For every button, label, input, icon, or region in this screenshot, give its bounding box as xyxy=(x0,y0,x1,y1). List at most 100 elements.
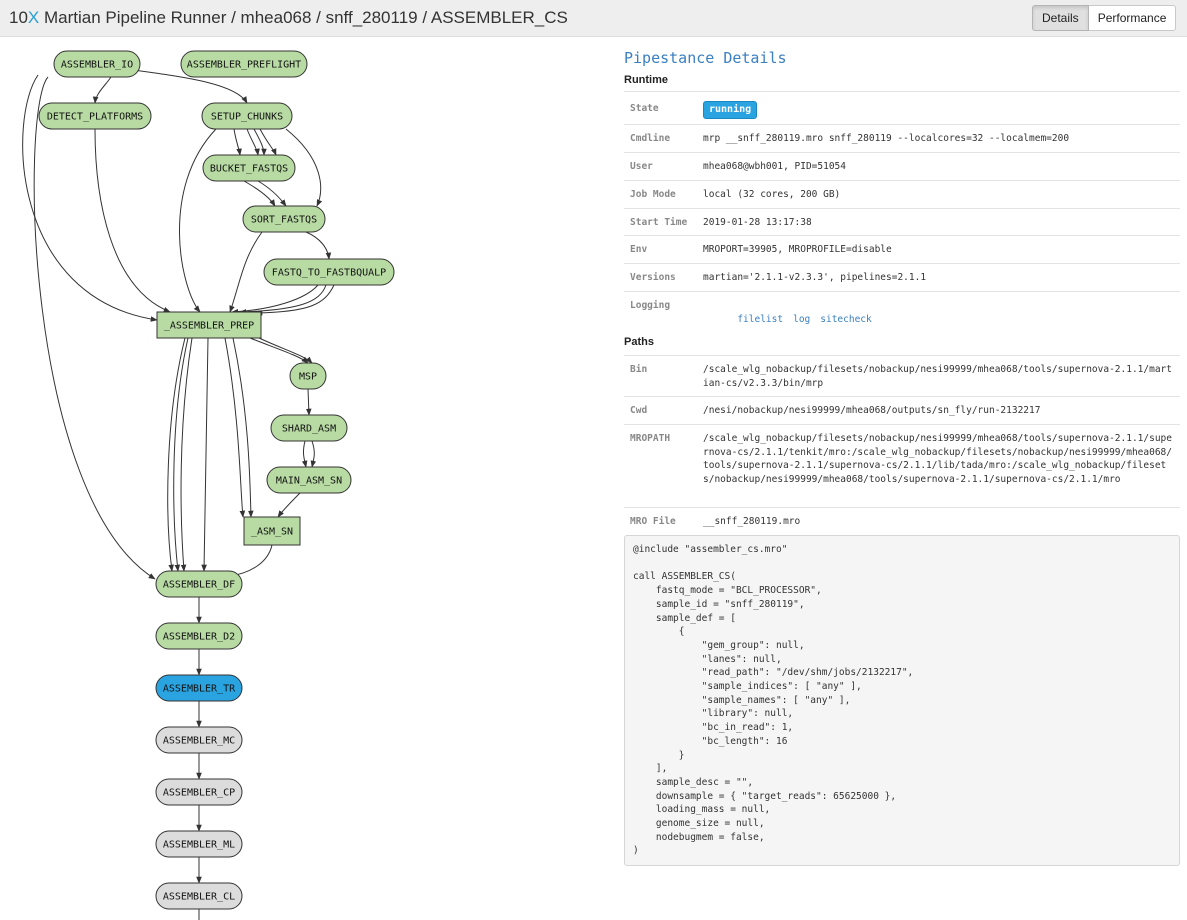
graph-edge xyxy=(243,180,276,207)
graph-node-io[interactable]: ASSEMBLER_IO xyxy=(53,50,141,78)
brand-x: X xyxy=(27,8,40,27)
node-label: _ASM_SN xyxy=(251,527,293,538)
graph-edge xyxy=(173,337,189,572)
bin-row: Bin /scale_wlg_nobackup/filesets/nobacku… xyxy=(624,355,1180,396)
node-shape xyxy=(155,570,243,598)
node-label: ASSEMBLER_CP xyxy=(163,788,235,799)
node-shape xyxy=(155,882,243,910)
details-title: Pipestance Details xyxy=(624,49,787,67)
graph-edge xyxy=(285,128,323,207)
graph-edge xyxy=(167,337,186,572)
graph-edge xyxy=(310,440,317,468)
graph-node-fastq[interactable]: FASTQ_TO_FASTBQUALP xyxy=(263,258,395,286)
node-label: BUCKET_FASTQS xyxy=(210,164,288,175)
view-toggle: Details Performance xyxy=(1032,5,1177,31)
graph-node-shard[interactable]: SHARD_ASM xyxy=(270,414,348,442)
graph-node-prep[interactable]: _ASSEMBLER_PREP xyxy=(156,311,262,339)
graph-edge xyxy=(259,128,277,156)
graph-edge xyxy=(301,440,308,468)
cwd-label: Cwd xyxy=(630,405,648,416)
mro-source-code: @include "assembler_cs.mro" call ASSEMBL… xyxy=(633,544,914,857)
starttime-label: Start Time xyxy=(630,217,688,228)
graph-node-cl[interactable]: ASSEMBLER_CL xyxy=(155,882,243,910)
graph-edge xyxy=(255,284,335,316)
node-shape xyxy=(38,102,152,130)
details-tab-button[interactable]: Details xyxy=(1032,5,1089,31)
graph-node-preflight[interactable]: ASSEMBLER_PREFLIGHT xyxy=(180,50,308,78)
graph-edge xyxy=(180,337,193,572)
graph-edge xyxy=(246,128,260,156)
node-shape xyxy=(202,154,296,182)
performance-tab-button[interactable]: Performance xyxy=(1088,5,1177,31)
node-shape xyxy=(266,466,352,494)
graph-edge xyxy=(258,337,313,364)
mrofile-label: MRO File xyxy=(630,516,676,527)
graph-node-sort[interactable]: SORT_FASTQS xyxy=(242,205,326,233)
node-label: _ASSEMBLER_PREP xyxy=(164,321,254,332)
page-title: 10X Martian Pipeline Runner / mhea068 / … xyxy=(9,8,568,28)
jobmode-value: local (32 cores, 200 GB) xyxy=(703,189,841,200)
graph-edge xyxy=(249,337,309,364)
node-shape xyxy=(180,50,308,78)
graph-node-cp[interactable]: ASSEMBLER_CP xyxy=(155,778,243,806)
graph-node-tr[interactable]: ASSEMBLER_TR xyxy=(155,674,243,702)
graph-edge xyxy=(229,544,273,578)
graph-node-detect[interactable]: DETECT_PLATFORMS xyxy=(38,102,152,130)
state-row: State running xyxy=(624,91,1180,124)
mropath-row: MROPATH /scale_wlg_nobackup/filesets/nob… xyxy=(624,424,1180,507)
graph-edge xyxy=(224,337,246,518)
node-label: SHARD_ASM xyxy=(282,424,336,435)
node-shape xyxy=(155,830,243,858)
mrofile-value: __snff_280119.mro xyxy=(703,516,801,527)
graph-node-mc[interactable]: ASSEMBLER_MC xyxy=(155,726,243,754)
graph-node-setup[interactable]: SETUP_CHUNKS xyxy=(201,102,293,130)
mropath-label: MROPATH xyxy=(630,433,671,444)
node-shape xyxy=(155,622,243,650)
cwd-value: /nesi/nobackup/nesi99999/mhea068/outputs… xyxy=(703,405,1041,416)
graph-node-ml[interactable]: ASSEMBLER_ML xyxy=(155,830,243,858)
node-label: ASSEMBLER_D2 xyxy=(163,632,235,643)
env-row: Env MROPORT=39905, MROPROFILE=disable xyxy=(624,235,1180,263)
bin-value: /scale_wlg_nobackup/filesets/nobackup/ne… xyxy=(703,364,1172,389)
graph-node-df[interactable]: ASSEMBLER_DF xyxy=(155,570,243,598)
graph-node-bucket[interactable]: BUCKET_FASTQS xyxy=(202,154,296,182)
cmdline-value: mrp __snff_280119.mro snff_280119 --loca… xyxy=(703,133,1070,144)
mro-source-box[interactable]: @include "assembler_cs.mro" call ASSEMBL… xyxy=(624,535,1180,866)
node-shape xyxy=(155,778,243,806)
versions-row: Versions martian='2.1.1-v2.3.3', pipelin… xyxy=(624,263,1180,291)
state-label: State xyxy=(630,103,659,114)
node-label: MSP xyxy=(299,372,317,383)
log-link[interactable]: log xyxy=(793,313,811,325)
graph-node-asmsn[interactable]: _ASM_SN xyxy=(243,516,301,546)
graph-nodes: ASSEMBLER_IO ASSEMBLER_PREFLIGHT DETECT_PL… xyxy=(38,50,395,910)
logging-label: Logging xyxy=(630,300,671,311)
node-shape xyxy=(289,362,327,390)
user-row: User mhea068@wbh001, PID=51054 xyxy=(624,152,1180,180)
filelist-link[interactable]: filelist xyxy=(737,313,784,325)
jobmode-row: Job Mode local (32 cores, 200 GB) xyxy=(624,180,1180,208)
breadcrumb: Martian Pipeline Runner / mhea068 / snff… xyxy=(44,8,568,27)
node-shape xyxy=(155,674,243,702)
graph-node-d2[interactable]: ASSEMBLER_D2 xyxy=(155,622,243,650)
runtime-heading: Runtime xyxy=(624,74,668,86)
node-shape xyxy=(242,205,326,233)
jobmode-label: Job Mode xyxy=(630,189,676,200)
sitecheck-link[interactable]: sitecheck xyxy=(820,313,872,325)
graph-edge xyxy=(232,337,254,518)
starttime-row: Start Time 2019-01-28 13:17:38 xyxy=(624,208,1180,235)
pipeline-graph: ASSEMBLER_IO ASSEMBLER_PREFLIGHT DETECT_PL… xyxy=(22,50,395,920)
graph-edge xyxy=(125,68,248,104)
graph-edge xyxy=(305,388,312,416)
graph-node-msp[interactable]: MSP xyxy=(289,362,327,390)
logging-row: Logging filelist log sitecheck xyxy=(624,291,1180,325)
env-label: Env xyxy=(630,244,648,255)
node-label: MAIN_ASM_SN xyxy=(276,476,342,487)
mrofile-row: MRO File __snff_280119.mro xyxy=(624,507,1180,535)
graph-node-main[interactable]: MAIN_ASM_SN xyxy=(266,466,352,494)
status-badge: running xyxy=(703,101,758,119)
versions-label: Versions xyxy=(630,272,676,283)
graph-edge xyxy=(253,128,267,156)
user-value: mhea068@wbh001, PID=51054 xyxy=(703,161,846,172)
paths-heading: Paths xyxy=(624,336,654,348)
node-shape xyxy=(263,258,395,286)
